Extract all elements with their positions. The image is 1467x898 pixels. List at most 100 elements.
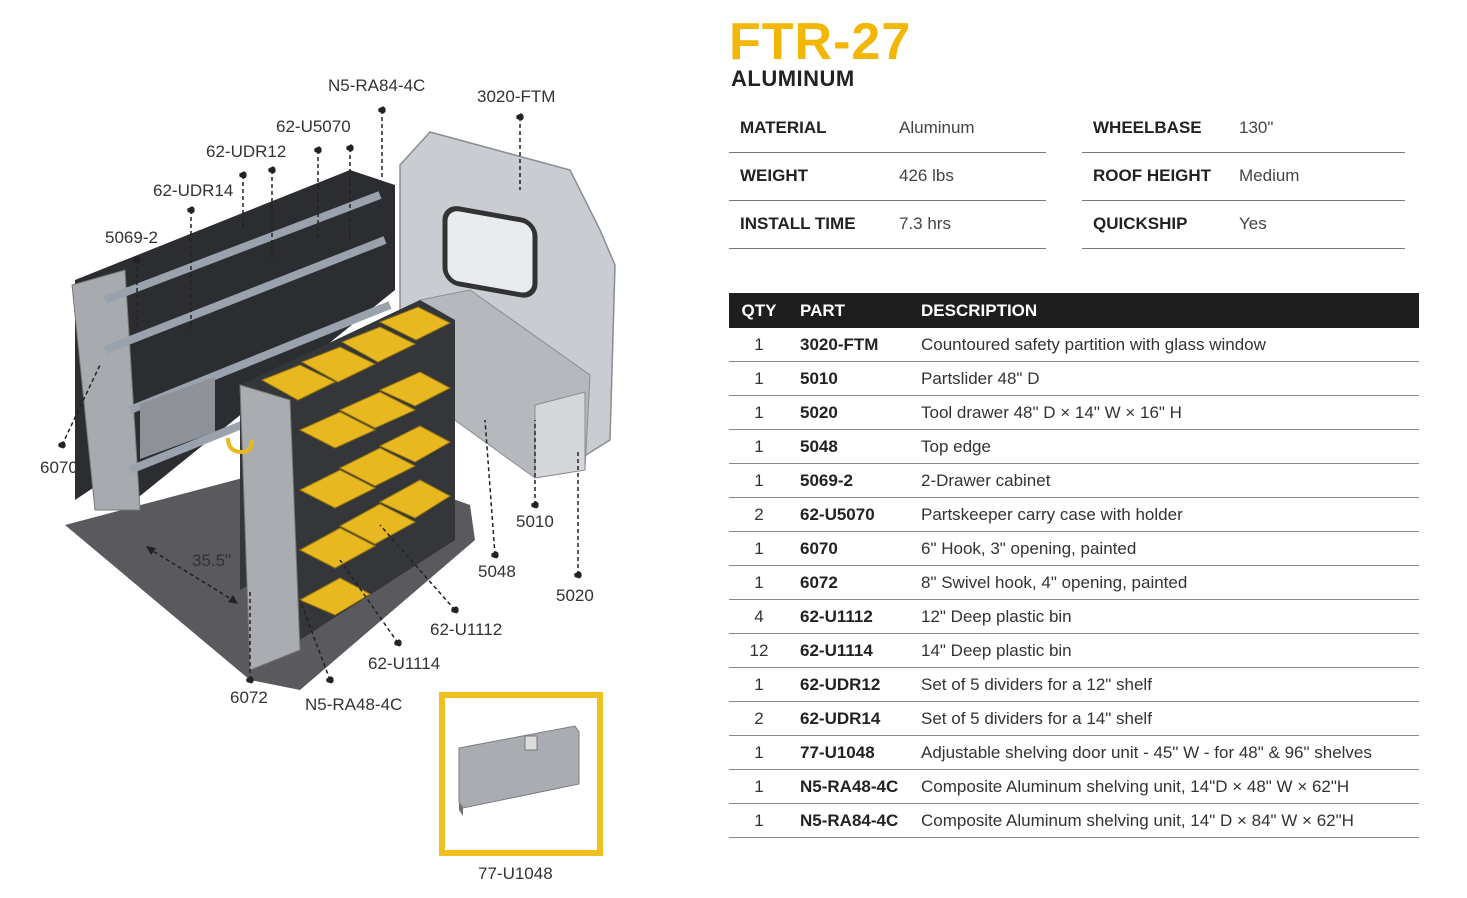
- column-header-part: PART: [789, 293, 921, 328]
- cell-part: N5-RA84-4C: [789, 803, 921, 838]
- callout-62-u5070: 62-U5070: [276, 117, 351, 136]
- cell-description: 12" Deep plastic bin: [921, 599, 1419, 634]
- cell-qty: 1: [729, 735, 789, 770]
- callout-77-u1048: 77-U1048: [478, 864, 553, 883]
- spec-row: WHEELBASE 130": [1082, 105, 1405, 153]
- spec-key: WEIGHT: [740, 166, 808, 185]
- callout-5069-2: 5069-2: [105, 228, 158, 247]
- partition-window: [442, 206, 538, 298]
- cell-qty: 1: [729, 803, 789, 838]
- cell-part: N5-RA48-4C: [789, 769, 921, 804]
- callout-62-udr12: 62-UDR12: [206, 142, 287, 161]
- cell-description: Partslider 48" D: [921, 361, 1419, 396]
- cell-description: Set of 5 dividers for a 14" shelf: [921, 701, 1419, 736]
- cell-description: 2-Drawer cabinet: [921, 463, 1419, 498]
- spec-key: ROOF HEIGHT: [1093, 166, 1212, 185]
- cell-qty: 1: [729, 565, 789, 600]
- cell-part: 5010: [789, 361, 921, 396]
- cell-part: 5048: [789, 429, 921, 464]
- spec-value: 7.3 hrs: [899, 214, 951, 233]
- cell-qty: 4: [729, 599, 789, 634]
- callout-6070: 6070: [40, 458, 78, 477]
- spec-row: MATERIAL Aluminum: [729, 105, 1046, 153]
- callout-62-udr14: 62-UDR14: [153, 181, 234, 200]
- cell-qty: 1: [729, 531, 789, 566]
- front-end-panel: [239, 384, 301, 671]
- callout-5048: 5048: [478, 562, 516, 581]
- door-unit-inset: [439, 692, 603, 856]
- cell-description: 8" Swivel hook, 4" opening, painted: [921, 565, 1419, 600]
- cell-part: 5020: [789, 395, 921, 430]
- cell-part: 77-U1048: [789, 735, 921, 770]
- cell-qty: 2: [729, 497, 789, 532]
- cell-qty: 2: [729, 701, 789, 736]
- spec-value: 426 lbs: [899, 166, 954, 185]
- cell-description: Tool drawer 48" D × 14" W × 16" H: [921, 395, 1419, 430]
- cell-qty: 1: [729, 395, 789, 430]
- callout-5010: 5010: [516, 512, 554, 531]
- dimension-label: 35.5": [192, 551, 232, 570]
- table-header-row: QTY PART DESCRIPTION: [729, 293, 1419, 328]
- cell-description: Set of 5 dividers for a 12" shelf: [921, 667, 1419, 702]
- cell-description: Partskeeper carry case with holder: [921, 497, 1419, 532]
- spec-key: QUICKSHIP: [1093, 214, 1188, 233]
- product-title: FTR-27: [729, 13, 912, 71]
- cell-part: 62-U1114: [789, 633, 921, 668]
- cell-part: 3020-FTM: [789, 328, 921, 362]
- hook: [226, 437, 254, 455]
- cell-qty: 1: [729, 769, 789, 804]
- product-illustration: N5-RA84-4C 3020-FTM 62-U5070 62-UDR12 62…: [0, 0, 720, 898]
- spec-value: Medium: [1239, 166, 1300, 185]
- drawer-cabinet: [140, 376, 215, 460]
- cell-description: Top edge: [921, 429, 1419, 464]
- spec-key: MATERIAL: [740, 118, 827, 137]
- spec-value: Yes: [1239, 214, 1267, 233]
- cell-part: 6072: [789, 565, 921, 600]
- spec-row: WEIGHT 426 lbs: [729, 153, 1046, 201]
- spec-row: INSTALL TIME 7.3 hrs: [729, 201, 1046, 249]
- spec-key: INSTALL TIME: [740, 214, 856, 233]
- cell-part: 62-UDR12: [789, 667, 921, 702]
- cell-description: 6" Hook, 3" opening, painted: [921, 531, 1419, 566]
- cell-description: 14" Deep plastic bin: [921, 633, 1419, 668]
- cell-part: 62-UDR14: [789, 701, 921, 736]
- shelving-drawing: [58, 106, 616, 690]
- cell-description: Adjustable shelving door unit - 45" W - …: [921, 735, 1419, 770]
- cell-qty: 12: [729, 633, 789, 668]
- tool-drawer: [534, 391, 586, 479]
- cell-description: Composite Aluminum shelving unit, 14"D ×…: [921, 769, 1419, 804]
- cell-qty: 1: [729, 463, 789, 498]
- product-subtitle: ALUMINUM: [731, 66, 855, 91]
- rear-end-panel: [71, 269, 141, 511]
- spec-row: ROOF HEIGHT Medium: [1082, 153, 1405, 201]
- cell-qty: 1: [729, 361, 789, 396]
- cell-qty: 1: [729, 328, 789, 362]
- callout-62-u1114: 62-U1114: [368, 654, 441, 673]
- callout-5020: 5020: [556, 586, 594, 605]
- callout-6072: 6072: [230, 688, 268, 707]
- spec-value: Aluminum: [899, 118, 975, 137]
- callout-3020-ftm: 3020-FTM: [477, 87, 556, 106]
- cell-qty: 1: [729, 667, 789, 702]
- column-header-description: DESCRIPTION: [921, 293, 1419, 328]
- column-header-qty: QTY: [729, 293, 789, 328]
- cell-part: 5069-2: [789, 463, 921, 498]
- callout-n5-ra48-4c: N5-RA48-4C: [305, 695, 403, 714]
- cell-description: Composite Aluminum shelving unit, 14" D …: [921, 803, 1419, 838]
- callout-62-u1112: 62-U1112: [430, 620, 503, 639]
- cell-part: 62-U1112: [789, 599, 921, 634]
